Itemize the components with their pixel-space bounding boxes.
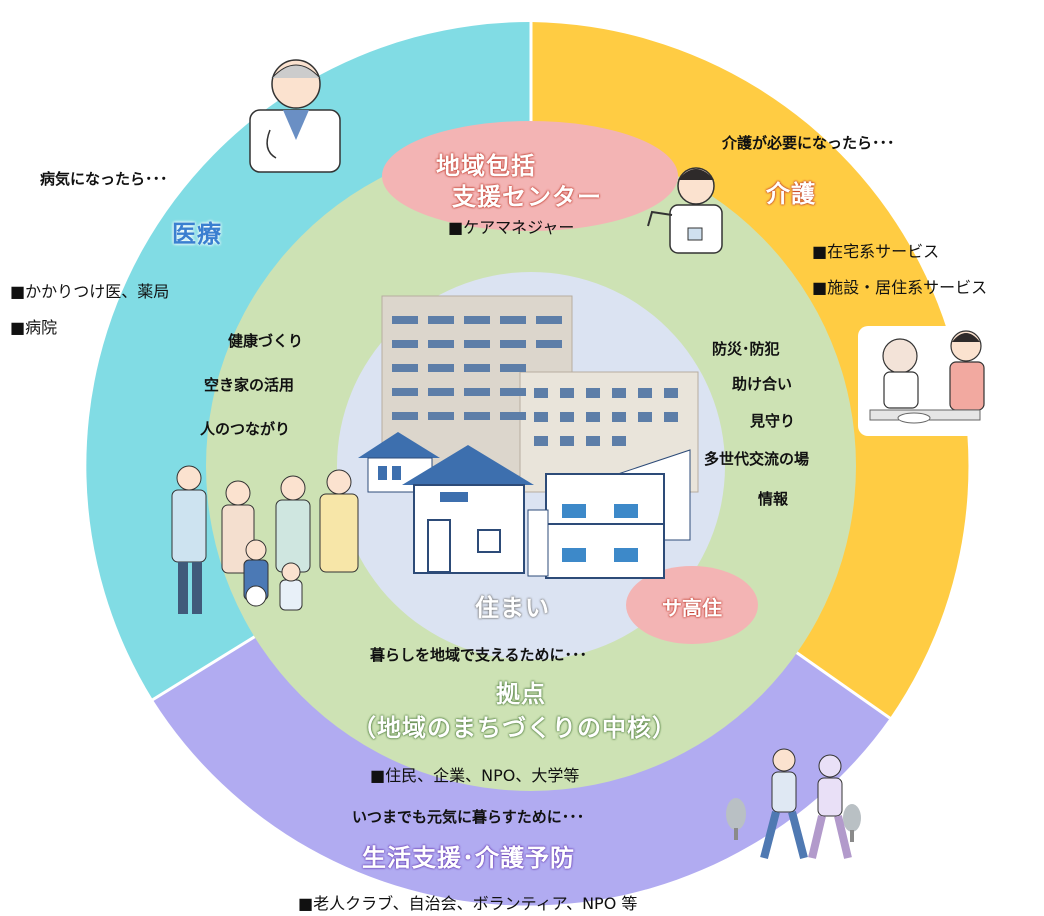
family-illustration xyxy=(171,465,359,614)
center-org-item: ■ケアマネジャー xyxy=(448,218,575,237)
community-right-2: 助け合い xyxy=(732,375,793,393)
community-left-3: 人のつながり xyxy=(200,420,291,438)
center-org-title-line2: 支援センター xyxy=(452,183,602,211)
community-right-4: 多世代交流の場 xyxy=(704,450,810,468)
community-left-2: 空き家の活用 xyxy=(204,376,295,394)
life-lead: いつまでも元気に暮らすために･･･ xyxy=(352,808,585,826)
hub-item: ■住民、企業、NPO、大学等 xyxy=(370,766,580,785)
community-right-5: 情報 xyxy=(758,490,789,508)
care-manager-illustration xyxy=(647,167,723,254)
center-org-ellipse xyxy=(382,121,678,231)
hub-title-line2: （地域のまちづくりの中核） xyxy=(352,714,677,742)
medical-item-2: ■病院 xyxy=(10,318,58,337)
care-title: 介護 xyxy=(766,180,816,208)
walkers-illustration xyxy=(726,748,861,860)
medical-item-1: ■かかりつけ医、薬局 xyxy=(10,282,170,301)
caregiver-illustration xyxy=(858,326,992,436)
care-item-2: ■施設・居住系サービス xyxy=(812,278,988,297)
care-lead: 介護が必要になったら･･･ xyxy=(722,134,895,152)
buildings-illustration xyxy=(358,295,699,579)
life-title: 生活支援･介護予防 xyxy=(362,844,575,872)
medical-title: 医療 xyxy=(172,220,222,248)
housing-badge-ellipse xyxy=(626,566,758,644)
housing-label: 住まい xyxy=(475,594,550,622)
hub-title-line1: 拠点 xyxy=(496,680,546,708)
medical-lead: 病気になったら･･･ xyxy=(40,170,168,188)
center-org-title-line1: 地域包括 xyxy=(436,152,536,180)
community-right-1: 防災･防犯 xyxy=(712,340,780,358)
housing-badge: サ高住 xyxy=(662,596,722,620)
life-item: ■老人クラブ、自治会、ボランティア、NPO 等 xyxy=(298,894,638,913)
community-left-1: 健康づくり xyxy=(228,332,304,350)
community-right-3: 見守り xyxy=(750,412,796,430)
care-item-1: ■在宅系サービス xyxy=(812,242,940,261)
hub-lead: 暮らしを地域で支えるために･･･ xyxy=(370,646,588,664)
doctor-illustration xyxy=(249,59,341,173)
